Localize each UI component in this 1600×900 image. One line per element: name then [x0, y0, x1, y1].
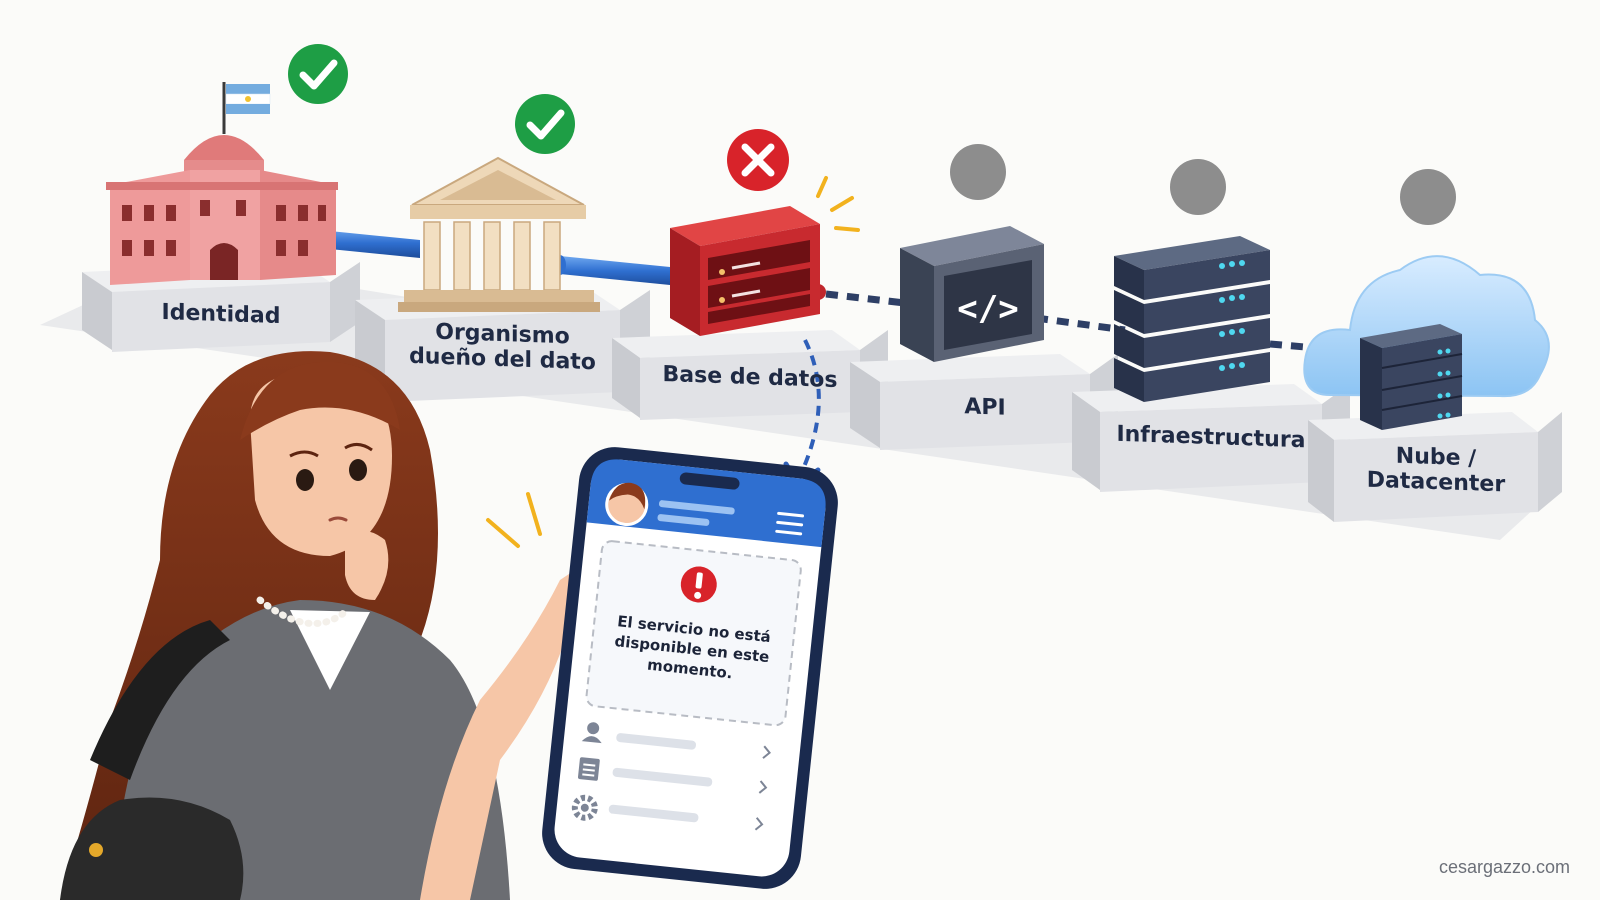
menu-icon	[775, 511, 805, 536]
node-label-nube-datacenter: Nube / Datacenter	[1366, 443, 1506, 498]
error-card	[585, 540, 802, 727]
status-ok-icon-identidad	[288, 44, 348, 104]
document-icon	[577, 757, 600, 781]
smartphone: El servicio no está disponible en este m…	[542, 447, 838, 889]
database-server-icon	[670, 206, 820, 336]
phone-notch	[679, 472, 740, 490]
status-pending-icon-infraestructura	[1170, 159, 1226, 215]
dashed-connection-api-infra	[1035, 314, 1126, 334]
woman-figure	[60, 351, 590, 900]
alert-spark-icon	[816, 176, 860, 232]
status-pending-icon-nube	[1400, 169, 1456, 225]
server-rack-icon	[1114, 236, 1270, 402]
flag-icon	[225, 84, 271, 114]
list-item[interactable]	[577, 757, 768, 799]
gear-icon	[571, 794, 598, 821]
node-label-organismo: Organismo dueño del dato	[409, 319, 596, 376]
pedestal-infraestructura	[1072, 384, 1350, 492]
api-code-icon: </>	[900, 226, 1044, 362]
confusion-spark-icon	[486, 492, 542, 548]
cloud-datacenter-icon	[1303, 255, 1550, 430]
pedestal-base-de-datos	[612, 330, 888, 420]
phone-header	[586, 459, 826, 548]
status-error-icon-base-de-datos	[727, 129, 789, 191]
government-building-icon	[106, 82, 338, 285]
status-ok-icon-organismo	[515, 94, 575, 154]
user-icon	[581, 722, 602, 744]
institution-building-icon	[398, 156, 600, 312]
svg-text:</>: </>	[957, 289, 1018, 329]
dashed-connection-db-api	[810, 284, 906, 307]
dashed-connection-infra-nube	[1269, 340, 1341, 354]
credit-text[interactable]: cesargazzo.com	[1438, 857, 1570, 877]
pipe-organismo-db	[554, 255, 680, 286]
list-item[interactable]	[571, 794, 764, 837]
status-pending-icon-api	[950, 144, 1006, 200]
list-item[interactable]	[581, 721, 771, 761]
